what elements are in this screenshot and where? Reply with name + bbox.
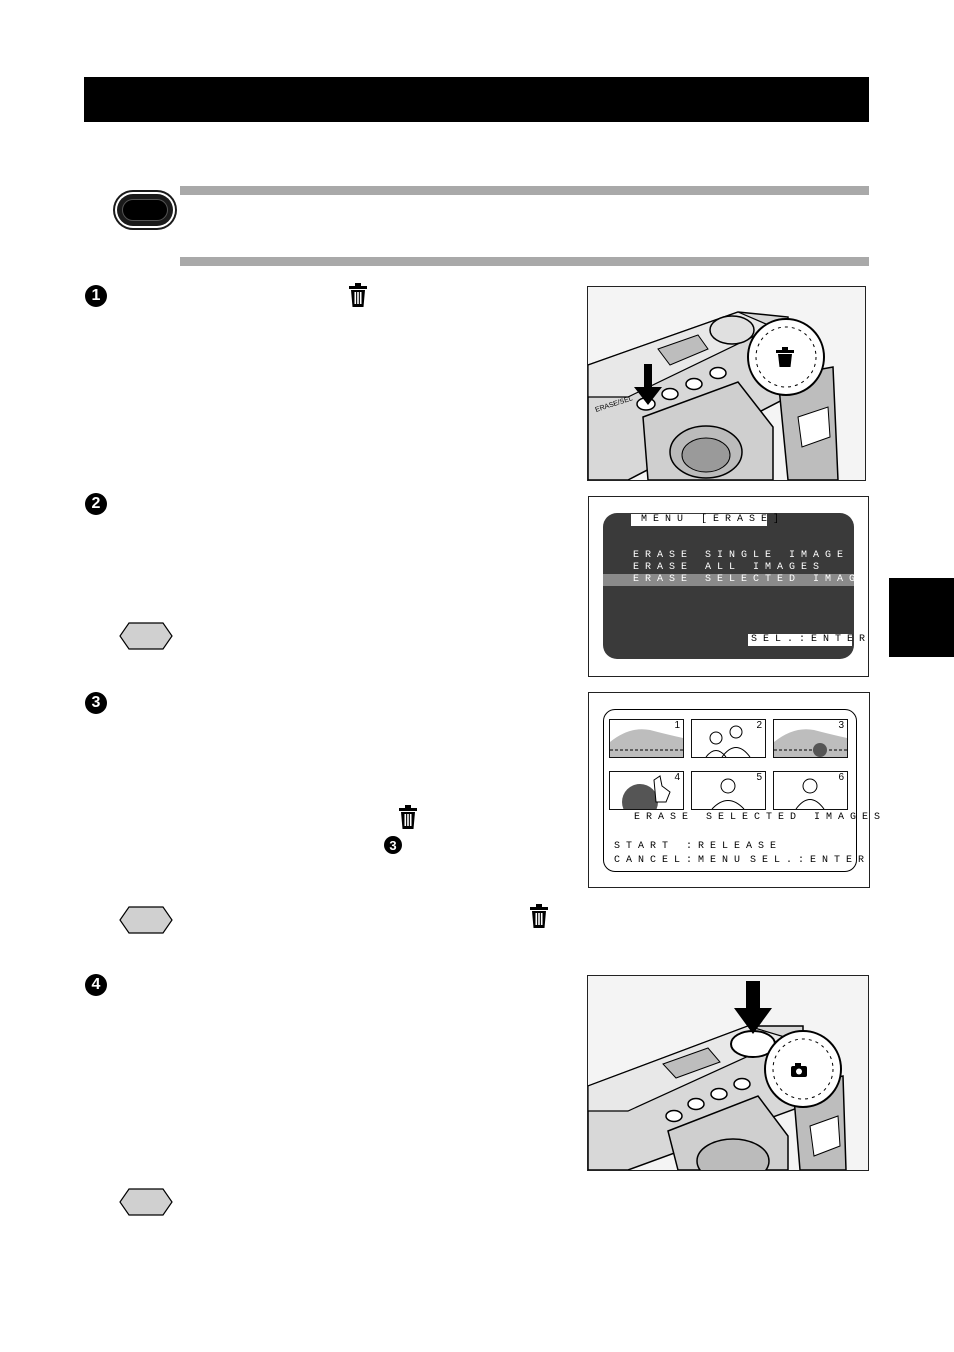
thumbnail[interactable]: 5 (691, 771, 766, 810)
erase-selected-panel: 1 2 3 4 5 6 ERASE SELECTED IMAGES START … (588, 692, 880, 888)
thumbnail[interactable]: 4 (609, 771, 684, 820)
sel-instruction: SEL.:ENTER (750, 855, 871, 866)
memo-pill-icon (117, 194, 173, 226)
thumbnail[interactable]: 3 (773, 719, 848, 758)
step-number-3: 3 (85, 692, 107, 714)
thumbnail-number: 1 (674, 720, 680, 731)
thumbnail[interactable]: 2 (691, 719, 766, 758)
menu-title: MENU [ERASE] (641, 514, 786, 525)
select-screen: 1 2 3 4 5 6 ERASE SELECTED IMAGES START … (603, 709, 880, 872)
lcd-screen: MENU [ERASE] ERASE SINGLE IMAGE ERASE AL… (603, 513, 879, 659)
thumbnail-number: 3 (838, 720, 844, 731)
step-number-1: 1 (85, 285, 107, 307)
note-hexagon-icon (119, 906, 173, 934)
thumbnail-number: 4 (674, 772, 680, 783)
trash-icon (530, 904, 548, 928)
thumbnail-number: 5 (756, 772, 762, 783)
thumbnail-number: 2 (756, 720, 762, 731)
step-number-2: 2 (85, 493, 107, 515)
cancel-instruction: CANCEL:MENU (614, 855, 747, 866)
camera-illustration-mode-dial: ERASE/SEL (587, 286, 866, 481)
camera-icon (791, 1063, 807, 1077)
menu-footer: SEL.:ENTER (751, 634, 872, 645)
thumbnail[interactable]: 1 (609, 719, 684, 758)
menu-highlight (603, 574, 854, 586)
select-screen-title: ERASE SELECTED IMAGES (634, 812, 887, 823)
start-instruction: START :RELEASE (614, 841, 783, 852)
step-number-4: 4 (85, 974, 107, 996)
section-header-bar (84, 77, 869, 122)
menu-item-selected[interactable]: ERASE SELECTED IMAGES (633, 574, 886, 585)
note-hexagon-icon (119, 622, 173, 650)
bottom-rule (180, 257, 869, 266)
menu-item-all[interactable]: ERASE ALL IMAGES (633, 562, 826, 573)
note-hexagon-icon (119, 1188, 173, 1216)
menu-footer-box: SEL.:ENTER (748, 634, 872, 646)
inline-step-ref: 3 (384, 836, 402, 854)
camera-illustration-shutter (587, 975, 869, 1184)
top-rule (180, 186, 869, 195)
erase-menu-panel: MENU [ERASE] ERASE SINGLE IMAGE ERASE AL… (588, 496, 879, 677)
menu-title-box: MENU [ERASE] (631, 514, 786, 526)
trash-icon (399, 805, 417, 829)
thumbnail-number: 6 (838, 772, 844, 783)
trash-icon (349, 283, 367, 307)
menu-item-single[interactable]: ERASE SINGLE IMAGE (633, 550, 850, 561)
chapter-side-tab (889, 578, 954, 657)
thumbnail[interactable]: 6 (773, 771, 848, 810)
